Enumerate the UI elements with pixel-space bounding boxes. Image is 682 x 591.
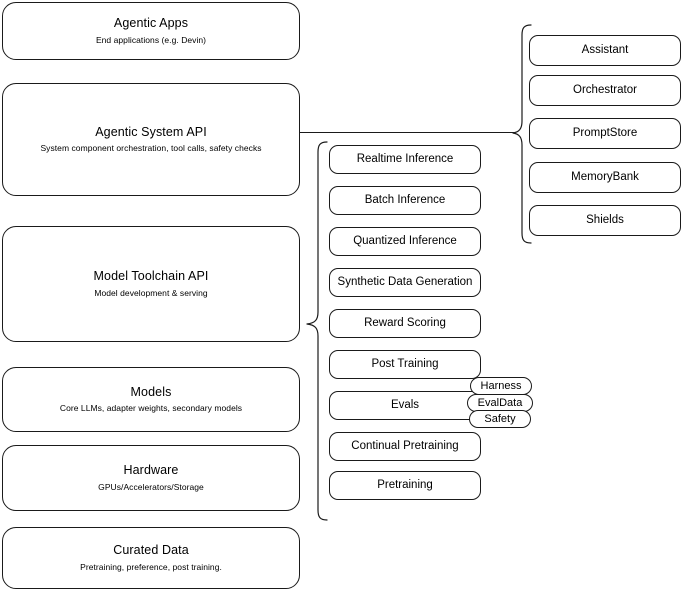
layer-title: Agentic Apps	[113, 16, 189, 31]
layer-hardware[interactable]: Hardware GPUs/Accelerators/Storage	[2, 445, 300, 511]
chip-label: MemoryBank	[571, 170, 639, 183]
chip-label: Realtime Inference	[356, 152, 454, 165]
layer-subtitle: Pretraining, preference, post training.	[80, 561, 222, 572]
chip-label: Pretraining	[377, 478, 433, 491]
chip-label: Reward Scoring	[364, 316, 446, 329]
badge-safety[interactable]: Safety	[469, 410, 531, 428]
layer-models[interactable]: Models Core LLMs, adapter weights, secon…	[2, 367, 300, 432]
layer-title: Agentic System API	[95, 124, 207, 139]
chip-promptstore[interactable]: PromptStore	[529, 118, 681, 149]
chip-label: PromptStore	[572, 126, 638, 139]
brace-model-toolchain	[306, 141, 328, 521]
chip-pretraining[interactable]: Pretraining	[329, 471, 481, 500]
chip-label: Evals	[390, 398, 420, 411]
chip-post-training[interactable]: Post Training	[329, 350, 481, 379]
layer-agentic-system-api[interactable]: Agentic System API System component orch…	[2, 83, 300, 196]
chip-realtime-inference[interactable]: Realtime Inference	[329, 145, 481, 174]
badge-label: Harness	[480, 379, 522, 392]
layer-title: Model Toolchain API	[93, 269, 209, 284]
chip-label: Batch Inference	[364, 193, 446, 206]
chip-label: Assistant	[581, 43, 629, 56]
chip-evals[interactable]: Evals	[329, 391, 481, 420]
chip-assistant[interactable]: Assistant	[529, 35, 681, 66]
chip-label: Synthetic Data Generation	[337, 275, 473, 288]
layer-subtitle: End applications (e.g. Devin)	[95, 34, 207, 45]
layer-subtitle: GPUs/Accelerators/Storage	[98, 481, 204, 492]
layer-curated-data[interactable]: Curated Data Pretraining, preference, po…	[2, 527, 300, 589]
badge-label: EvalData	[477, 396, 523, 409]
badge-label: Safety	[484, 412, 516, 425]
chip-synthetic-data-generation[interactable]: Synthetic Data Generation	[329, 268, 481, 297]
chip-memorybank[interactable]: MemoryBank	[529, 162, 681, 193]
chip-label: Post Training	[371, 357, 439, 370]
chip-reward-scoring[interactable]: Reward Scoring	[329, 309, 481, 338]
connector-line-system-api-to-components	[300, 132, 514, 133]
layer-subtitle: System component orchestration, tool cal…	[40, 143, 262, 154]
chip-label: Orchestrator	[573, 83, 637, 96]
layer-subtitle: Core LLMs, adapter weights, secondary mo…	[59, 403, 243, 414]
layer-title: Hardware	[123, 463, 179, 478]
chip-label: Continual Pretraining	[351, 439, 459, 452]
layer-subtitle: Model development & serving	[94, 287, 208, 298]
layer-model-toolchain-api[interactable]: Model Toolchain API Model development & …	[2, 226, 300, 342]
chip-quantized-inference[interactable]: Quantized Inference	[329, 227, 481, 256]
badge-harness[interactable]: Harness	[470, 377, 532, 395]
layer-title: Models	[130, 384, 172, 399]
chip-shields[interactable]: Shields	[529, 205, 681, 236]
layer-agentic-apps[interactable]: Agentic Apps End applications (e.g. Devi…	[2, 2, 300, 60]
layer-title: Curated Data	[113, 543, 189, 558]
chip-label: Quantized Inference	[353, 234, 457, 247]
chip-batch-inference[interactable]: Batch Inference	[329, 186, 481, 215]
chip-label: Shields	[586, 213, 624, 226]
brace-agentic-system-components	[512, 24, 532, 244]
chip-continual-pretraining[interactable]: Continual Pretraining	[329, 432, 481, 461]
chip-orchestrator[interactable]: Orchestrator	[529, 75, 681, 106]
